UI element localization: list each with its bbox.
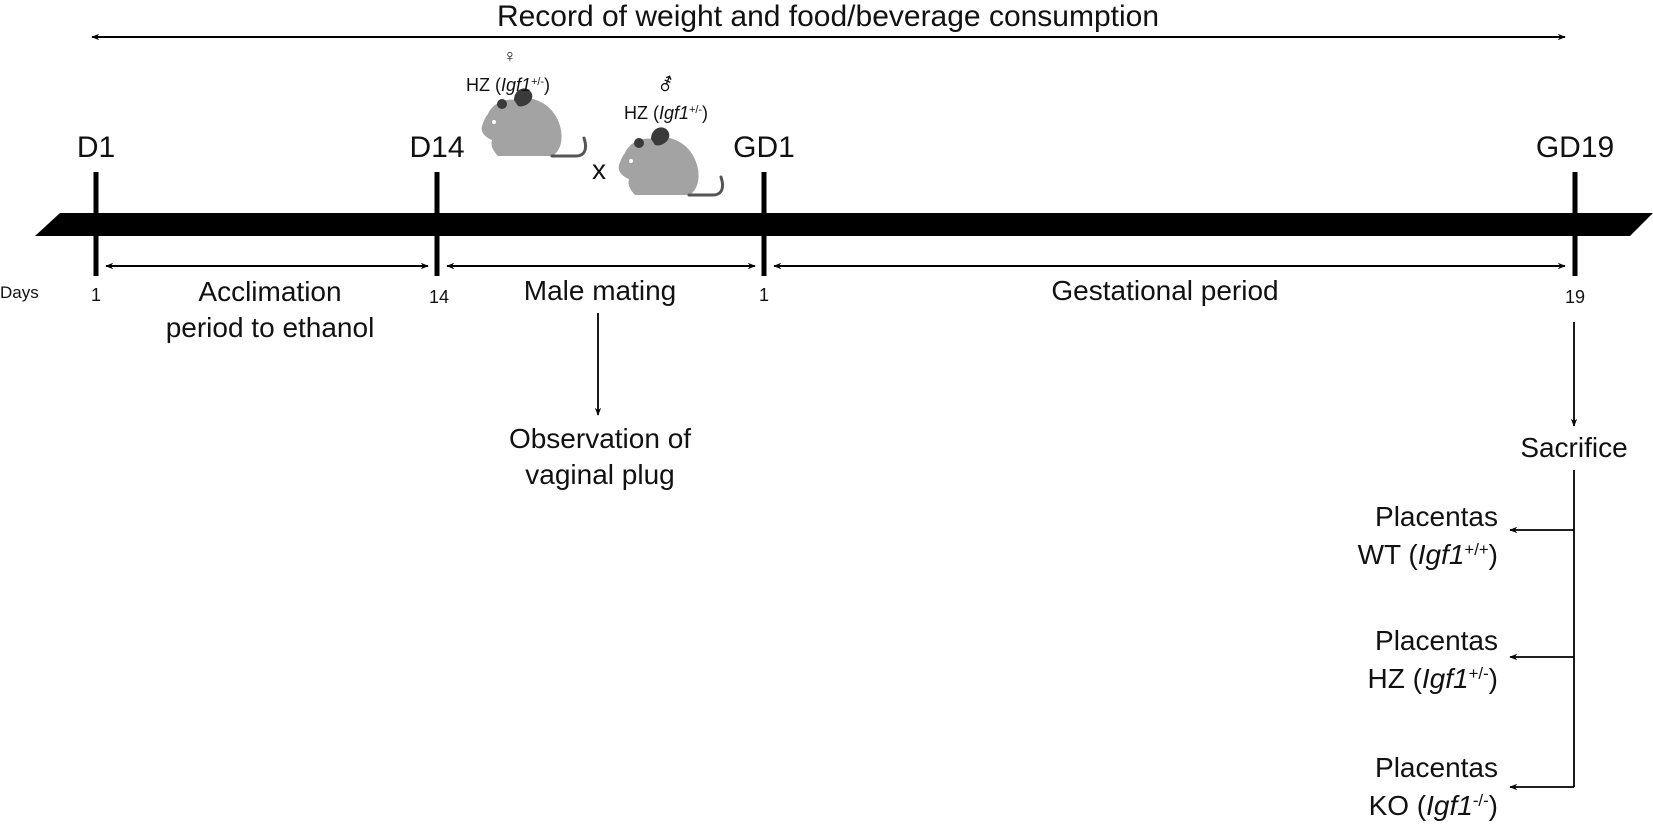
outcome-wt: Placentas WT (Igf1+/+): [1358, 498, 1498, 574]
male-symbol-icon: ⚦: [658, 75, 674, 95]
gene-name: Igf1: [1417, 539, 1465, 570]
gene-name: Igf1: [501, 75, 532, 95]
female-mouse-icon: [481, 88, 588, 158]
genotype-prefix: HZ (: [624, 103, 660, 123]
genotype-suffix: ): [1488, 790, 1498, 821]
genotype-prefix: KO (: [1368, 790, 1427, 821]
genotype-superscript: +/+: [1464, 539, 1489, 559]
genotype-superscript: -/-: [1472, 790, 1489, 810]
genotype-superscript: +/-: [689, 104, 702, 117]
milestone-label-d14: D14: [409, 131, 465, 164]
milestone-label-gd1: GD1: [733, 131, 795, 164]
male-mouse-icon: [618, 127, 725, 197]
day-number-d1: 1: [90, 285, 102, 305]
female-genotype-label: HZ (Igf1+/-): [466, 76, 550, 94]
cross-symbol: x: [592, 154, 606, 185]
period-label-line: Acclimation: [198, 276, 342, 307]
day-number-gd1: 1: [758, 285, 770, 305]
genotype-prefix: HZ (: [466, 75, 502, 95]
gene-name: Igf1: [1426, 790, 1473, 821]
genotype-prefix: HZ (: [1367, 663, 1422, 694]
outcome-genotype: WT (Igf1+/+): [1358, 536, 1498, 574]
gene-name: Igf1: [659, 103, 690, 123]
days-axis-label: Days: [0, 283, 39, 302]
outcome-title: Placentas: [1375, 501, 1498, 532]
genotype-superscript: +/-: [1468, 663, 1489, 683]
genotype-superscript: +/-: [531, 76, 544, 89]
outcome-ko: Placentas KO (Igf1-/-): [1369, 749, 1498, 825]
outcome-hz: Placentas HZ (Igf1+/-): [1367, 622, 1498, 698]
outcome-genotype: HZ (Igf1+/-): [1367, 660, 1498, 698]
observation-line: Observation of: [508, 423, 692, 454]
male-genotype-label: HZ (Igf1+/-): [624, 104, 708, 122]
day-number-gd19: 19: [1564, 287, 1586, 307]
genotype-suffix: ): [1488, 663, 1498, 694]
period-label-mating: Male mating: [523, 275, 677, 306]
genotype-suffix: ): [1488, 539, 1498, 570]
genotype-suffix: ): [543, 75, 550, 95]
period-label-gestation: Gestational period: [1051, 275, 1279, 306]
day-number-d14: 14: [428, 287, 450, 307]
diagram-title: Record of weight and food/beverage consu…: [496, 0, 1160, 33]
milestone-label-d1: D1: [76, 131, 116, 164]
observation-label: Observation of vaginal plug: [509, 421, 691, 493]
outcome-title: Placentas: [1375, 752, 1498, 783]
timeline-bar: [35, 213, 1653, 236]
female-symbol-icon: ♀: [503, 46, 517, 66]
period-label-line: period to ethanol: [165, 312, 375, 343]
outcome-genotype: KO (Igf1-/-): [1369, 787, 1498, 825]
observation-line: vaginal plug: [525, 459, 675, 490]
genotype-prefix: WT (: [1357, 539, 1418, 570]
sacrifice-label: Sacrifice: [1520, 432, 1628, 463]
outcome-title: Placentas: [1375, 625, 1498, 656]
gene-name: Igf1: [1421, 663, 1469, 694]
genotype-suffix: ): [701, 103, 708, 123]
period-label-acclimation: Acclimation period to ethanol: [166, 274, 375, 346]
milestone-label-gd19: GD19: [1535, 131, 1615, 164]
